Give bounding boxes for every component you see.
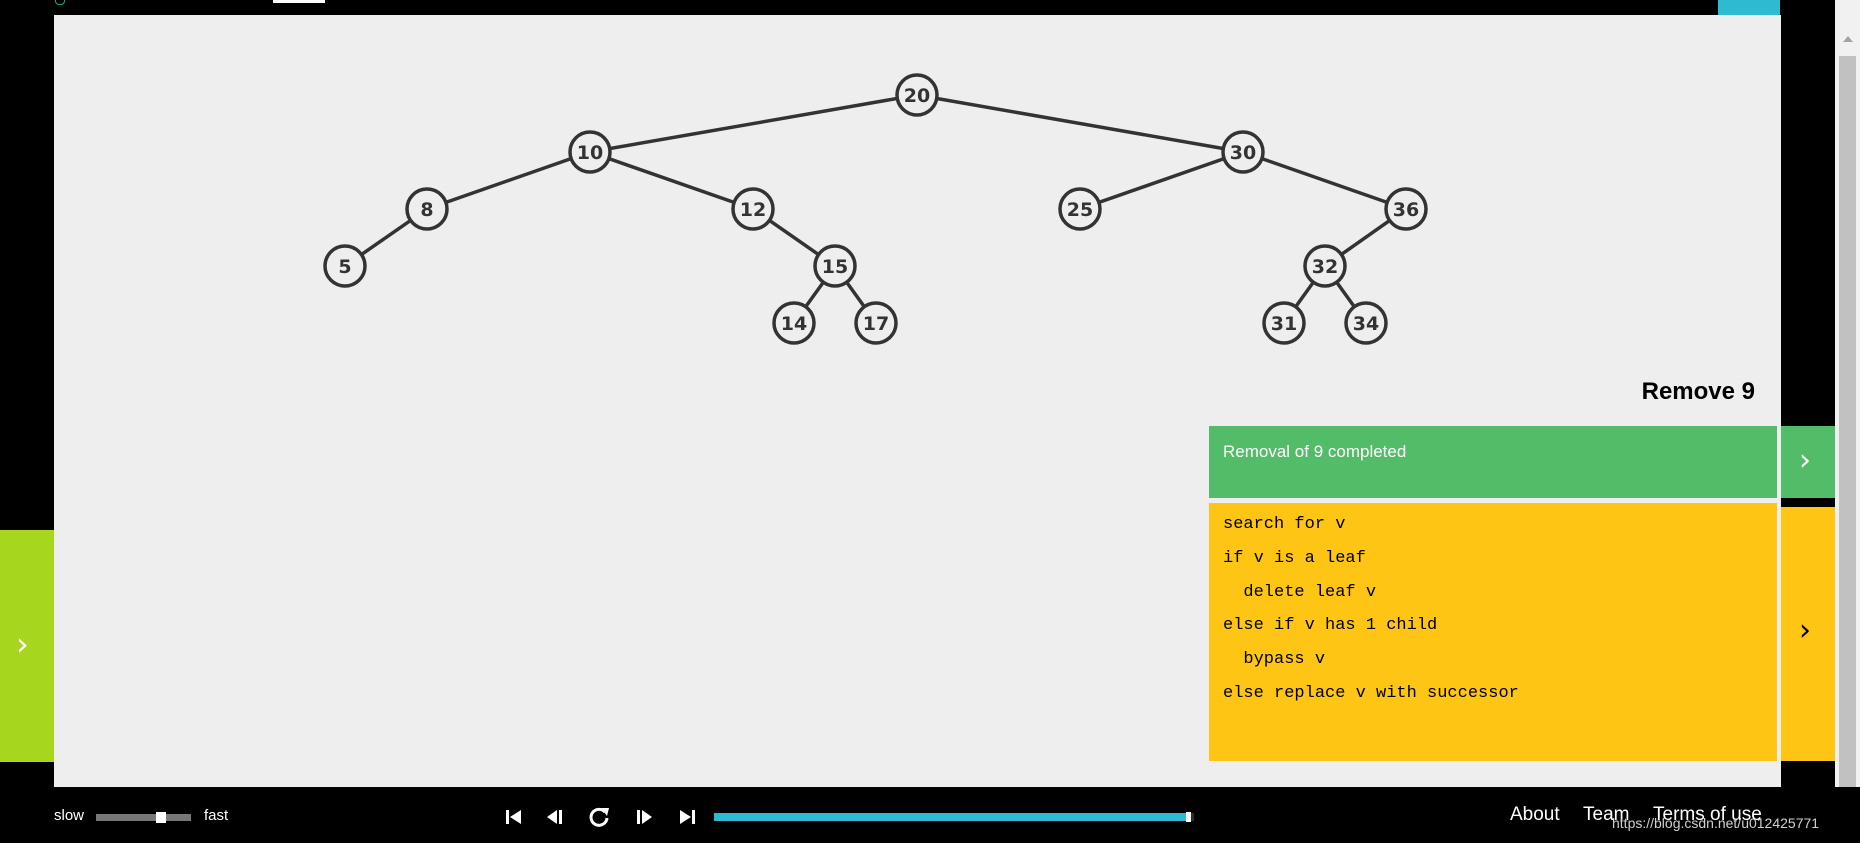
tree-node-circle bbox=[1262, 301, 1306, 345]
tree-node-30[interactable]: 30 bbox=[1221, 130, 1265, 174]
operation-title: Remove 9 bbox=[1641, 378, 1755, 405]
code-line: delete leaf v bbox=[1223, 583, 1377, 602]
bst-tree: 20 10 30 8 12 25 36 5 15 32 14 17 31 34 bbox=[323, 73, 1428, 345]
tree-edge-20-30 bbox=[916, 93, 1244, 154]
top-bar bbox=[0, 0, 1860, 15]
tree-node-label: 31 bbox=[1271, 313, 1297, 335]
tree-node-36[interactable]: 36 bbox=[1384, 187, 1428, 231]
tree-node-circle bbox=[1344, 301, 1388, 345]
tree-node-label: 10 bbox=[577, 142, 603, 164]
status-panel: Removal of 9 completed bbox=[1209, 426, 1777, 498]
tree-node-31[interactable]: 31 bbox=[1262, 301, 1306, 345]
tree-node-label: 34 bbox=[1353, 313, 1379, 335]
tree-node-label: 17 bbox=[863, 313, 889, 335]
step-back-icon[interactable] bbox=[540, 803, 568, 831]
tree-node-20[interactable]: 20 bbox=[895, 73, 939, 117]
code-line: bypass v bbox=[1223, 650, 1326, 669]
tree-edge-10-12 bbox=[589, 150, 754, 211]
tree-node-circle bbox=[323, 244, 367, 288]
speed-fast-label: fast bbox=[204, 807, 229, 824]
tree-node-8[interactable]: 8 bbox=[405, 187, 449, 231]
progress-bar-fill bbox=[714, 813, 1189, 821]
tree-edge-30-36 bbox=[1242, 150, 1407, 211]
tree-node-circle bbox=[731, 187, 775, 231]
tree-node-circle bbox=[895, 73, 939, 117]
status-message: Removal of 9 completed bbox=[1223, 442, 1407, 461]
tree-node-circle bbox=[854, 301, 898, 345]
tree-node-circle bbox=[1221, 130, 1265, 174]
about-link[interactable]: About bbox=[1510, 804, 1560, 825]
tree-node-label: 25 bbox=[1067, 199, 1093, 221]
logo-icon bbox=[55, 0, 65, 5]
status-panel-toggle[interactable]: › bbox=[1781, 426, 1835, 498]
chevron-right-icon: › bbox=[1799, 613, 1811, 648]
tree-node-32[interactable]: 32 bbox=[1303, 244, 1347, 288]
tree-node-14[interactable]: 14 bbox=[772, 301, 816, 345]
tree-node-15[interactable]: 15 bbox=[813, 244, 857, 288]
scrollbar-thumb[interactable] bbox=[1839, 56, 1856, 843]
skip-forward-icon[interactable] bbox=[673, 803, 701, 831]
code-line: else if v has 1 child bbox=[1223, 616, 1438, 635]
tree-node-17[interactable]: 17 bbox=[854, 301, 898, 345]
replay-icon[interactable] bbox=[585, 803, 613, 831]
chevron-right-icon: › bbox=[1799, 443, 1811, 478]
chevron-right-icon: › bbox=[16, 625, 29, 663]
speed-slider[interactable] bbox=[96, 812, 191, 823]
tree-node-label: 8 bbox=[420, 199, 433, 221]
step-forward-icon[interactable] bbox=[631, 803, 659, 831]
speed-slow-label: slow bbox=[54, 807, 85, 824]
tree-node-circle bbox=[1058, 187, 1102, 231]
tree-node-label: 15 bbox=[822, 256, 848, 278]
tree-node-label: 32 bbox=[1312, 256, 1338, 278]
tree-edge-30-25 bbox=[1079, 150, 1244, 211]
scroll-up-arrow-icon[interactable] bbox=[1843, 36, 1853, 42]
tree-node-circle bbox=[568, 130, 612, 174]
tree-node-circle bbox=[1384, 187, 1428, 231]
team-link[interactable]: Team bbox=[1583, 804, 1630, 825]
tree-node-circle bbox=[405, 187, 449, 231]
tree-node-12[interactable]: 12 bbox=[731, 187, 775, 231]
top-accent-button[interactable] bbox=[1718, 0, 1780, 15]
pseudocode-panel: search for v if v is a leaf delete leaf … bbox=[1209, 503, 1777, 761]
watermark: https://blog.csdn.net/u012425771 bbox=[1612, 815, 1820, 831]
code-line: search for v bbox=[1223, 515, 1346, 534]
create-panel-toggle[interactable]: › bbox=[0, 530, 54, 762]
tree-node-circle bbox=[772, 301, 816, 345]
bottom-bar: slow fast About Team Terms of use https:… bbox=[0, 787, 1860, 843]
active-top-tab-indicator[interactable] bbox=[273, 0, 325, 3]
page-scrollbar[interactable] bbox=[1835, 0, 1860, 843]
panel-divider bbox=[1781, 503, 1835, 507]
speed-slider-handle[interactable] bbox=[156, 812, 166, 823]
tree-node-circle bbox=[813, 244, 857, 288]
tree-node-label: 5 bbox=[338, 256, 351, 278]
tree-node-34[interactable]: 34 bbox=[1344, 301, 1388, 345]
code-line: if v is a leaf bbox=[1223, 549, 1366, 568]
terms-link[interactable]: Terms of use bbox=[1653, 804, 1762, 825]
tree-node-label: 20 bbox=[904, 85, 930, 107]
tree-node-label: 36 bbox=[1393, 199, 1419, 221]
tree-node-label: 12 bbox=[740, 199, 766, 221]
tree-node-25[interactable]: 25 bbox=[1058, 187, 1102, 231]
tree-node-10[interactable]: 10 bbox=[568, 130, 612, 174]
skip-back-icon[interactable] bbox=[500, 803, 528, 831]
tree-edge-10-8 bbox=[426, 150, 591, 211]
tree-edge-20-10 bbox=[589, 93, 918, 154]
tree-node-label: 30 bbox=[1230, 142, 1256, 164]
progress-bar[interactable] bbox=[714, 812, 1194, 822]
visualization-canvas: 20 10 30 8 12 25 36 5 15 32 14 17 31 34 bbox=[54, 15, 1781, 787]
tree-node-label: 14 bbox=[781, 313, 807, 335]
code-line: else replace v with successor bbox=[1223, 684, 1519, 703]
tree-node-5[interactable]: 5 bbox=[323, 244, 367, 288]
tree-node-circle bbox=[1303, 244, 1347, 288]
pseudocode-panel-toggle[interactable]: › bbox=[1781, 503, 1835, 761]
progress-bar-handle[interactable] bbox=[1186, 812, 1191, 822]
